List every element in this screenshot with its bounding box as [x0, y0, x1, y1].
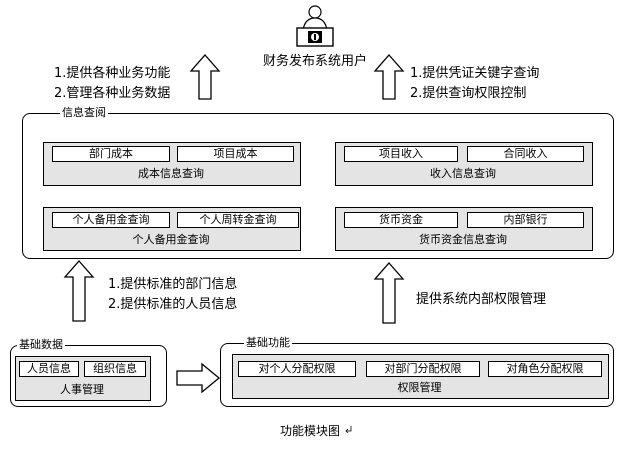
- base-data-item-organization[interactable]: 组织信息: [84, 361, 146, 377]
- note-middle-left: 1.提供标准的部门信息 2.提供标准的人员信息: [108, 275, 237, 315]
- note-line: 1.提供标准的部门信息: [108, 277, 238, 292]
- note-line: 1.提供凭证关键字查询: [410, 66, 540, 81]
- currency-item-bank[interactable]: 内部银行: [467, 212, 584, 228]
- hr-caption: 人事管理: [60, 383, 104, 396]
- assign-department-permission[interactable]: 对部门分配权限: [366, 361, 480, 377]
- currency-caption: 货币资金信息查询: [419, 233, 507, 246]
- user-label: 财务发布系统用户: [263, 54, 368, 69]
- arrow-up-left-top-icon: [189, 54, 221, 100]
- reserve-item-turnover[interactable]: 个人周转金查询: [177, 212, 299, 228]
- figure-caption: 功能模块图: [280, 424, 341, 438]
- cost-item-project[interactable]: 项目成本: [177, 146, 294, 162]
- note-line: 2.提供查询权限控制: [410, 86, 527, 101]
- note-line: 2.提供标准的人员信息: [108, 297, 238, 312]
- income-item-contract[interactable]: 合同收入: [467, 146, 584, 162]
- income-item-project[interactable]: 项目收入: [344, 146, 458, 162]
- assign-personal-permission[interactable]: 对个人分配权限: [238, 361, 356, 377]
- base-func-title: 基础功能: [244, 336, 292, 349]
- assign-role-permission[interactable]: 对角色分配权限: [488, 361, 602, 377]
- arrow-up-right-middle-icon: [373, 262, 405, 324]
- note-line: 2.管理各种业务数据: [54, 86, 171, 101]
- info-query-title: 信息查阅: [60, 106, 108, 119]
- income-caption: 收入信息查询: [430, 167, 496, 180]
- user-computer-icon: [296, 5, 334, 47]
- note-left-top: 1.提供各种业务功能 2.管理各种业务数据: [54, 64, 170, 104]
- note-right-top: 1.提供凭证关键字查询 2.提供查询权限控制: [410, 64, 539, 104]
- cost-item-department[interactable]: 部门成本: [52, 146, 170, 162]
- arrow-up-left-middle-icon: [63, 260, 95, 322]
- note-line: 1.提供各种业务功能: [54, 66, 171, 81]
- base-data-item-personnel[interactable]: 人员信息: [19, 361, 79, 377]
- arrow-right-icon: [176, 362, 221, 394]
- cost-caption: 成本信息查询: [138, 167, 204, 180]
- base-data-title: 基础数据: [17, 338, 65, 351]
- return-mark-icon: [345, 426, 352, 434]
- permission-caption: 权限管理: [397, 381, 442, 394]
- arrow-up-right-top-icon: [373, 54, 405, 100]
- note-middle-right: 提供系统内部权限管理: [416, 292, 547, 307]
- reserve-caption: 个人备用金查询: [132, 233, 210, 246]
- reserve-item-personal[interactable]: 个人备用金查询: [52, 212, 170, 228]
- currency-item-funds[interactable]: 货币资金: [344, 212, 458, 228]
